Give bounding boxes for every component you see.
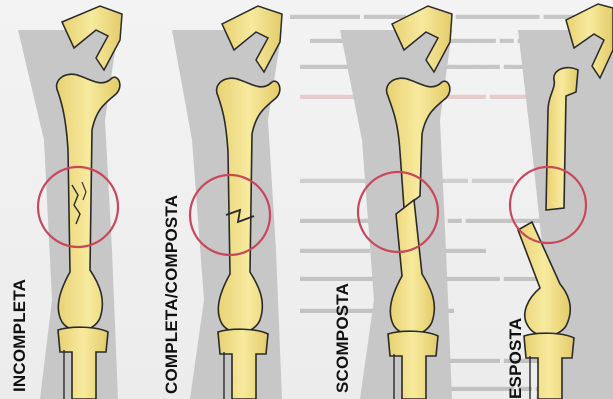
panel-completa-composta xyxy=(172,6,282,399)
panel-incompleta xyxy=(18,6,122,399)
panel-scomposta xyxy=(340,6,452,399)
label-completa-composta: COMPLETA/COMPOSTA xyxy=(162,195,182,394)
label-scomposta: SCOMPOSTA xyxy=(333,283,353,393)
label-incompleta: INCOMPLETA xyxy=(10,279,30,392)
label-esposta: ESPOSTA xyxy=(506,318,526,399)
